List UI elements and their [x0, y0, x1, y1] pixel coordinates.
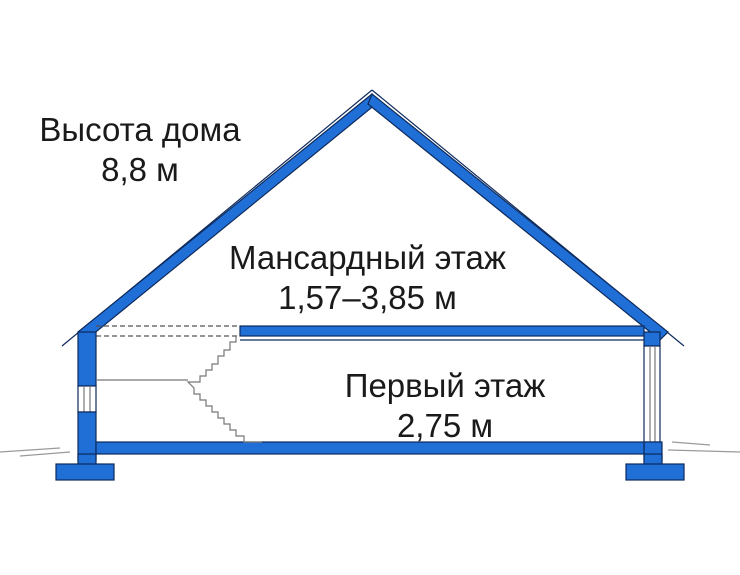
staircase — [186, 336, 262, 443]
first-floor-height: 2,75 м — [396, 406, 494, 444]
attic-floor-slab — [239, 325, 645, 337]
left-wall — [77, 331, 97, 461]
attic-floor-height: 1,57–3,85 м — [278, 278, 457, 316]
attic-floor-label: Мансардный этаж 1,57–3,85 м — [205, 238, 530, 317]
house-height-title: Высота дома — [39, 111, 241, 148]
stair-opening-dashed — [96, 325, 240, 337]
house-height-label: Высота дома 8,8 м — [25, 110, 255, 189]
ground-line — [0, 441, 740, 457]
foundation-right — [625, 453, 685, 481]
first-floor-title: Первый этаж — [344, 367, 546, 404]
right-wall — [643, 331, 663, 461]
foundation-left — [55, 453, 115, 481]
first-floor-label: Первый этаж 2,75 м — [320, 366, 570, 445]
attic-floor-title: Мансардный этаж — [229, 239, 506, 276]
ground-floor-slab — [95, 441, 645, 455]
house-height-value: 8,8 м — [101, 150, 179, 188]
